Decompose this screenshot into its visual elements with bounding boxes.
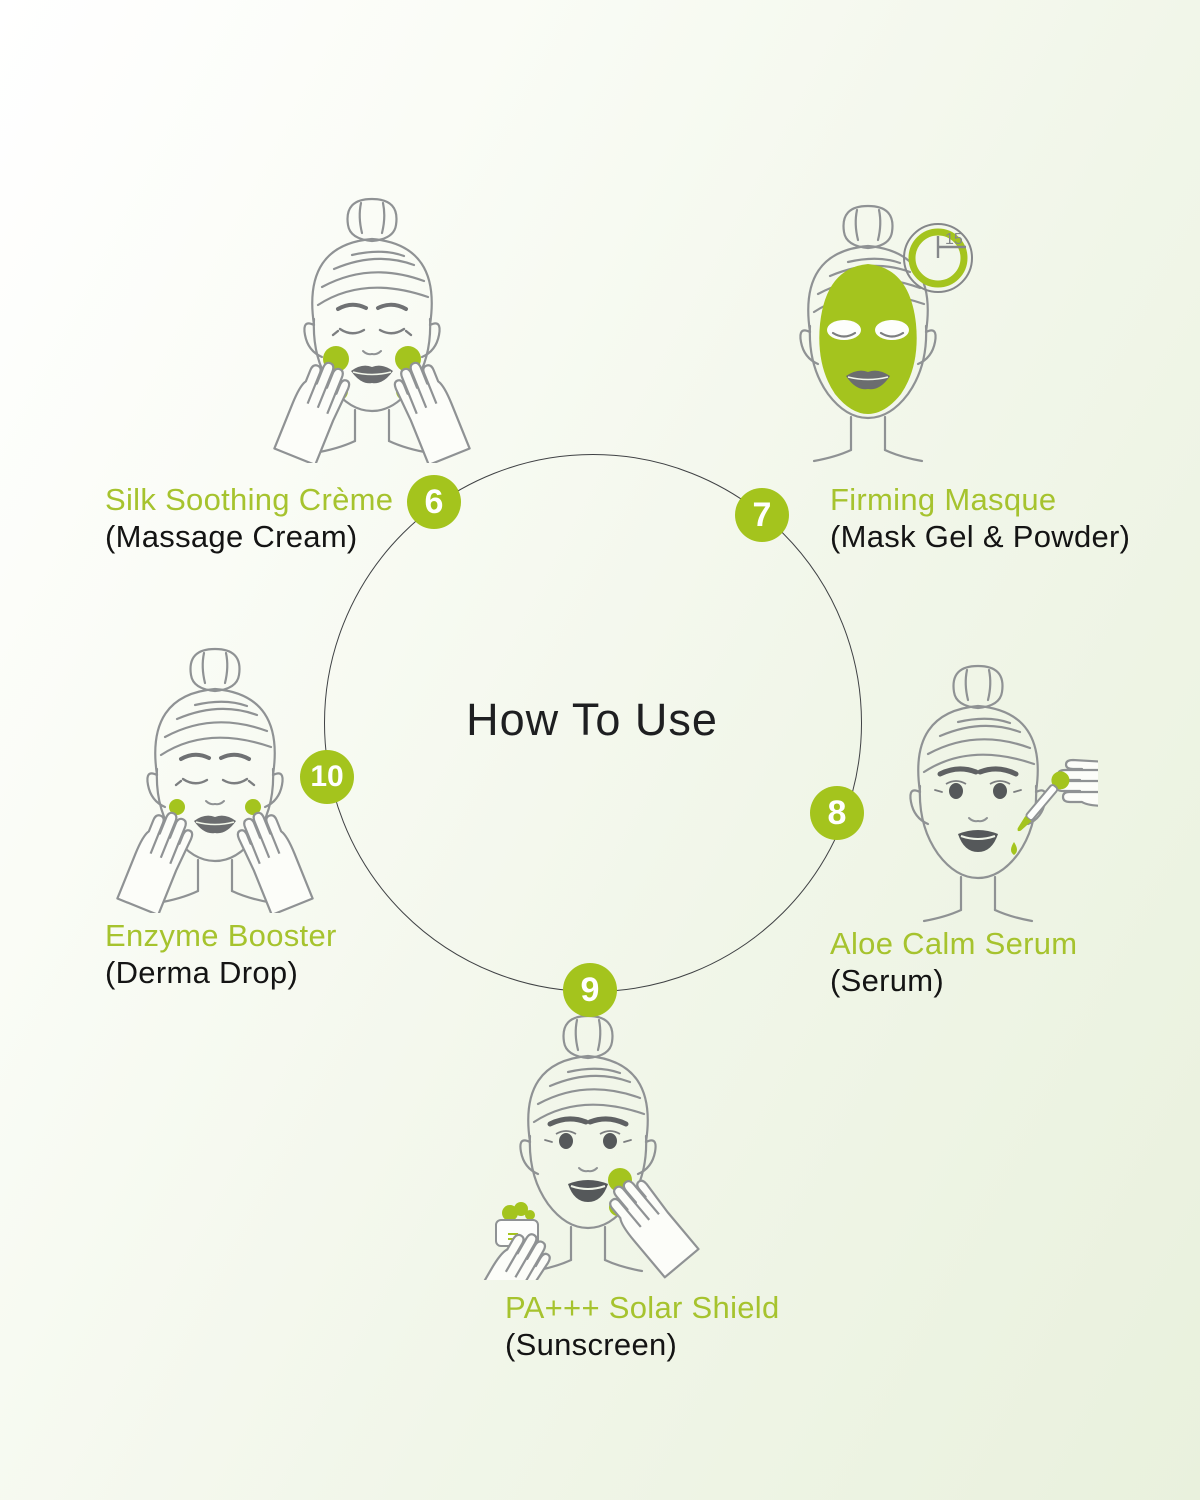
step-6-badge: 6 bbox=[407, 475, 461, 529]
nose bbox=[968, 817, 988, 823]
nose bbox=[205, 800, 225, 806]
enzyme-booster-illustration bbox=[116, 647, 314, 913]
eyebrows bbox=[336, 302, 408, 311]
closed-lashes bbox=[831, 331, 905, 338]
lips bbox=[958, 830, 998, 852]
nose bbox=[578, 1167, 598, 1173]
product-name: PA+++ Solar Shield bbox=[505, 1290, 780, 1325]
step-9-badge: 9 bbox=[563, 963, 617, 1017]
face-line-art bbox=[909, 664, 1047, 923]
product-form: (Sunscreen) bbox=[505, 1326, 678, 1362]
eyebrows bbox=[179, 752, 251, 761]
product-form: (Massage Cream) bbox=[105, 518, 358, 554]
closed-eyes bbox=[331, 327, 413, 337]
aloe-serum-illustration bbox=[909, 664, 1098, 923]
left-hand bbox=[273, 361, 351, 463]
step-9-label: PA+++ Solar Shield (Sunscreen) bbox=[505, 1290, 780, 1363]
step-8-badge: 8 bbox=[810, 786, 864, 840]
right-hand bbox=[393, 361, 471, 463]
timer-icon: 15 bbox=[903, 223, 973, 293]
open-eyes bbox=[544, 1130, 632, 1149]
step-8-label: Aloe Calm Serum (Serum) bbox=[830, 926, 1077, 999]
massage-cream-illustration bbox=[273, 197, 471, 463]
step-7-label: Firming Masque (Mask Gel & Powder) bbox=[830, 482, 1130, 555]
jar-holding-hand bbox=[468, 1233, 551, 1280]
face-line-art bbox=[303, 197, 441, 455]
eyebrows bbox=[547, 1116, 629, 1127]
product-name: Aloe Calm Serum bbox=[830, 926, 1078, 961]
timer-minutes-label: 15 bbox=[945, 231, 963, 248]
product-name: Silk Soothing Crème bbox=[105, 482, 394, 517]
left-hand bbox=[116, 811, 194, 913]
sunscreen-illustration bbox=[468, 1014, 700, 1280]
step-10-badge: 10 bbox=[300, 750, 354, 804]
firming-masque-illustration bbox=[799, 204, 937, 463]
step-10-label: Enzyme Booster (Derma Drop) bbox=[105, 918, 337, 991]
green-mask bbox=[819, 264, 917, 414]
product-name: Firming Masque bbox=[830, 482, 1057, 517]
applying-hand bbox=[609, 1179, 700, 1279]
nose bbox=[362, 350, 382, 356]
cream-jar bbox=[495, 1202, 539, 1247]
page-title: How To Use bbox=[466, 694, 718, 745]
step-7-badge: 7 bbox=[735, 488, 789, 542]
dropper-icon bbox=[1017, 771, 1070, 832]
step-6-label: Silk Soothing Crème (Massage Cream) bbox=[105, 482, 393, 555]
lips bbox=[568, 1180, 608, 1202]
closed-eyes bbox=[174, 777, 256, 787]
right-hand bbox=[236, 811, 314, 913]
product-name: Enzyme Booster bbox=[105, 918, 337, 953]
product-form: (Serum) bbox=[830, 962, 945, 998]
product-form: (Mask Gel & Powder) bbox=[830, 518, 1131, 554]
open-eyes bbox=[934, 780, 1022, 799]
product-form: (Derma Drop) bbox=[105, 954, 299, 990]
eyebrows bbox=[937, 766, 1019, 777]
serum-drop bbox=[1011, 842, 1017, 855]
